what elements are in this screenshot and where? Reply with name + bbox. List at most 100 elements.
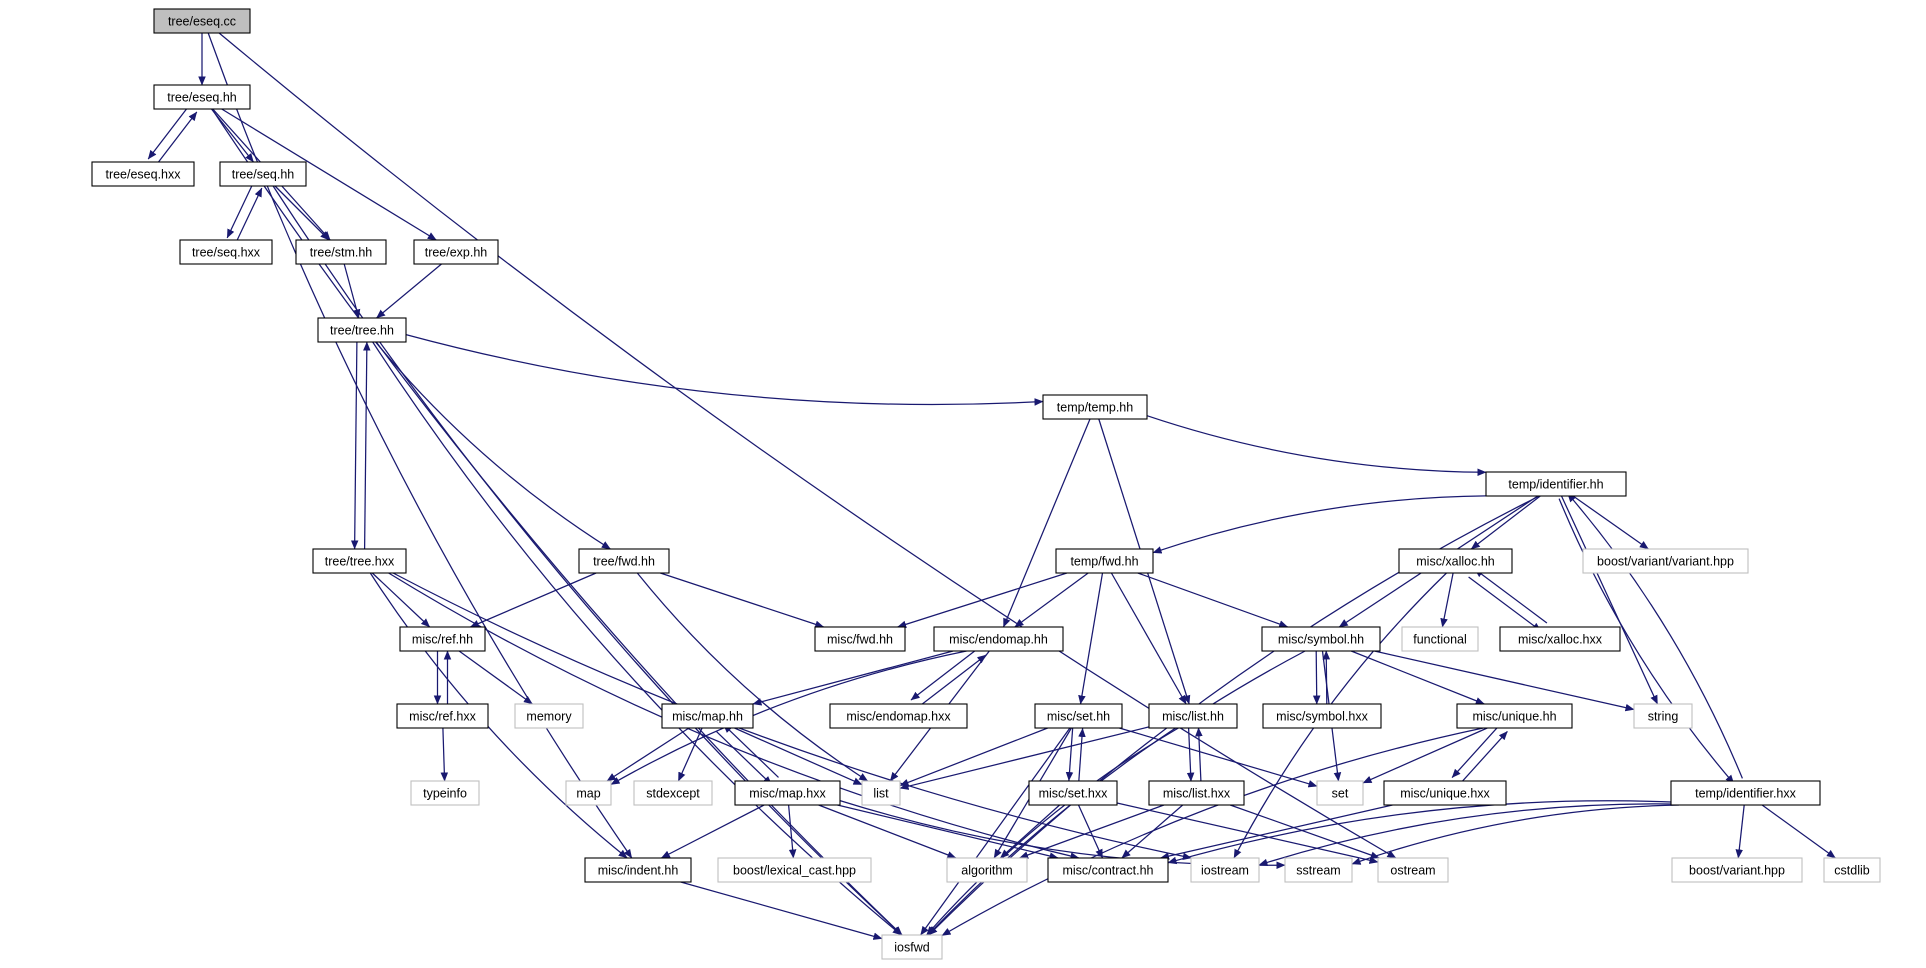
node-misc-ref-hxx[interactable]: misc/ref.hxx	[396, 703, 489, 729]
node-label: misc/ref.hh	[412, 633, 473, 647]
node-sstream: sstream	[1284, 857, 1353, 883]
node-box	[413, 239, 499, 265]
edge-endomap-hh-to-map	[610, 650, 967, 786]
node-misc-map-hh[interactable]: misc/map.hh	[661, 703, 754, 729]
edge-unique-hxx-to-contract-hh	[1160, 804, 1393, 860]
node-memory: memory	[514, 703, 584, 729]
node-box	[1633, 703, 1693, 729]
node-misc-endomap-hh[interactable]: misc/endomap.hh	[933, 626, 1064, 652]
edge-temp-fwd-to-symbol-hh	[1137, 572, 1289, 628]
node-tree-fwd-hh[interactable]: tree/fwd.hh	[578, 548, 670, 574]
node-box	[1034, 703, 1123, 729]
node-tree-seq-hh[interactable]: tree/seq.hh	[219, 161, 307, 187]
node-box	[565, 780, 612, 806]
edge-tree-hxx-to-tree-hh	[363, 341, 371, 550]
edge-temp-fwd-to-endomap-hh	[1014, 572, 1089, 628]
edge-unique-hh-to-iosfwd	[941, 727, 1484, 937]
node-box	[933, 626, 1064, 652]
node-tree-eseq-hh[interactable]: tree/eseq.hh	[153, 84, 251, 110]
node-misc-contract-hh[interactable]: misc/contract.hh	[1047, 857, 1169, 883]
node-temp-temp-hh[interactable]: temp/temp.hh	[1042, 394, 1148, 420]
node-box	[179, 239, 273, 265]
node-misc-list-hxx[interactable]: misc/list.hxx	[1148, 780, 1245, 806]
node-label: misc/list.hxx	[1163, 787, 1231, 801]
node-algorithm: algorithm	[946, 857, 1028, 883]
edge-symbol-hxx-to-symbol-hh	[1322, 650, 1331, 704]
edge-identifier-hh-to-boost-variant-variant	[1572, 495, 1649, 550]
node-tree-eseq-hxx[interactable]: tree/eseq.hxx	[91, 161, 195, 187]
node-label: misc/indent.hh	[598, 864, 679, 878]
edge-endomap-hh-to-endomap-hxx	[910, 646, 981, 701]
node-misc-xalloc-hxx[interactable]: misc/xalloc.hxx	[1499, 626, 1621, 652]
edge-indent-hh-to-iosfwd	[680, 881, 883, 940]
edge-seq-hh-to-stm-hh	[274, 185, 330, 241]
node-temp-identifier-hh[interactable]: temp/identifier.hh	[1485, 471, 1627, 497]
node-tree-tree-hxx[interactable]: tree/tree.hxx	[312, 548, 407, 574]
node-ostream: ostream	[1377, 857, 1449, 883]
node-label: temp/temp.hh	[1057, 401, 1133, 415]
node-misc-symbol-hxx[interactable]: misc/symbol.hxx	[1262, 703, 1382, 729]
edge-map-hxx-to-contract-hh	[837, 804, 1059, 860]
edge-identifier-hh-to-string	[1560, 495, 1659, 705]
node-misc-symbol-hh[interactable]: misc/symbol.hh	[1261, 626, 1381, 652]
node-box	[1148, 703, 1238, 729]
node-tree-seq-hxx[interactable]: tree/seq.hxx	[179, 239, 273, 265]
edge-tree-fwd-to-ref-hh	[469, 572, 597, 628]
node-box	[410, 780, 480, 806]
edge-set-hxx-to-algorithm	[999, 804, 1061, 859]
node-misc-list-hh[interactable]: misc/list.hh	[1148, 703, 1238, 729]
edge-tree-fwd-to-list	[636, 572, 869, 782]
node-box	[578, 548, 670, 574]
node-misc-endomap-hxx[interactable]: misc/endomap.hxx	[829, 703, 968, 729]
node-misc-xalloc-hh[interactable]: misc/xalloc.hh	[1398, 548, 1513, 574]
node-box	[734, 780, 841, 806]
edge-eseq-cc-to-ostream	[218, 32, 1397, 859]
node-string: string	[1633, 703, 1693, 729]
edge-set-hxx-to-ostream	[1116, 802, 1379, 864]
node-functional: functional	[1401, 626, 1479, 652]
edge-symbol-hh-to-string	[1374, 650, 1635, 712]
node-label: iostream	[1201, 864, 1249, 878]
node-box	[861, 780, 901, 806]
node-misc-fwd-hh[interactable]: misc/fwd.hh	[814, 626, 906, 652]
edge-identifier-hxx-to-cstdlib	[1761, 804, 1836, 859]
edge-temp-fwd-to-list-hh	[1110, 572, 1187, 705]
node-misc-unique-hxx[interactable]: misc/unique.hxx	[1383, 780, 1507, 806]
node-label: set	[1332, 787, 1349, 801]
node-tree-exp-hh[interactable]: tree/exp.hh	[413, 239, 499, 265]
node-temp-identifier-hxx[interactable]: temp/identifier.hxx	[1670, 780, 1821, 806]
node-box	[317, 317, 407, 343]
node-box	[396, 703, 489, 729]
edge-set-hh-to-iosfwd	[920, 727, 1071, 936]
node-box	[661, 703, 754, 729]
node-box	[633, 780, 713, 806]
node-tree-tree-hh[interactable]: tree/tree.hh	[317, 317, 407, 343]
node-tree-stm-hh[interactable]: tree/stm.hh	[295, 239, 387, 265]
node-box	[219, 161, 307, 187]
node-temp-fwd-hh[interactable]: temp/fwd.hh	[1055, 548, 1154, 574]
edge-map-hh-to-map-hxx	[716, 731, 773, 786]
node-box	[584, 857, 692, 883]
edge-map-hh-to-list	[734, 727, 863, 786]
node-box	[1262, 703, 1382, 729]
edge-list-hh-to-list	[899, 726, 1150, 790]
node-label: misc/unique.hh	[1472, 710, 1556, 724]
node-misc-set-hxx[interactable]: misc/set.hxx	[1028, 780, 1118, 806]
node-label: misc/symbol.hxx	[1276, 710, 1368, 724]
node-label: temp/fwd.hh	[1070, 555, 1138, 569]
node-misc-ref-hh[interactable]: misc/ref.hh	[399, 626, 486, 652]
edge-endomap-hh-to-map-hh	[752, 650, 954, 706]
edge-identifier-hxx-to-sstream	[1351, 804, 1680, 865]
node-misc-indent-hh[interactable]: misc/indent.hh	[584, 857, 692, 883]
edge-identifier-hxx-to-identifier-hh	[1567, 492, 1743, 779]
node-misc-map-hxx[interactable]: misc/map.hxx	[734, 780, 841, 806]
node-misc-unique-hh[interactable]: misc/unique.hh	[1456, 703, 1573, 729]
node-box	[717, 857, 872, 883]
node-box	[399, 626, 486, 652]
edge-eseq-hh-to-exp-hh	[221, 108, 437, 241]
edge-tree-hxx-to-iostream	[392, 572, 1192, 860]
edge-exp-hh-to-tree-hh	[376, 263, 442, 319]
node-box	[91, 161, 195, 187]
node-misc-set-hh[interactable]: misc/set.hh	[1034, 703, 1123, 729]
